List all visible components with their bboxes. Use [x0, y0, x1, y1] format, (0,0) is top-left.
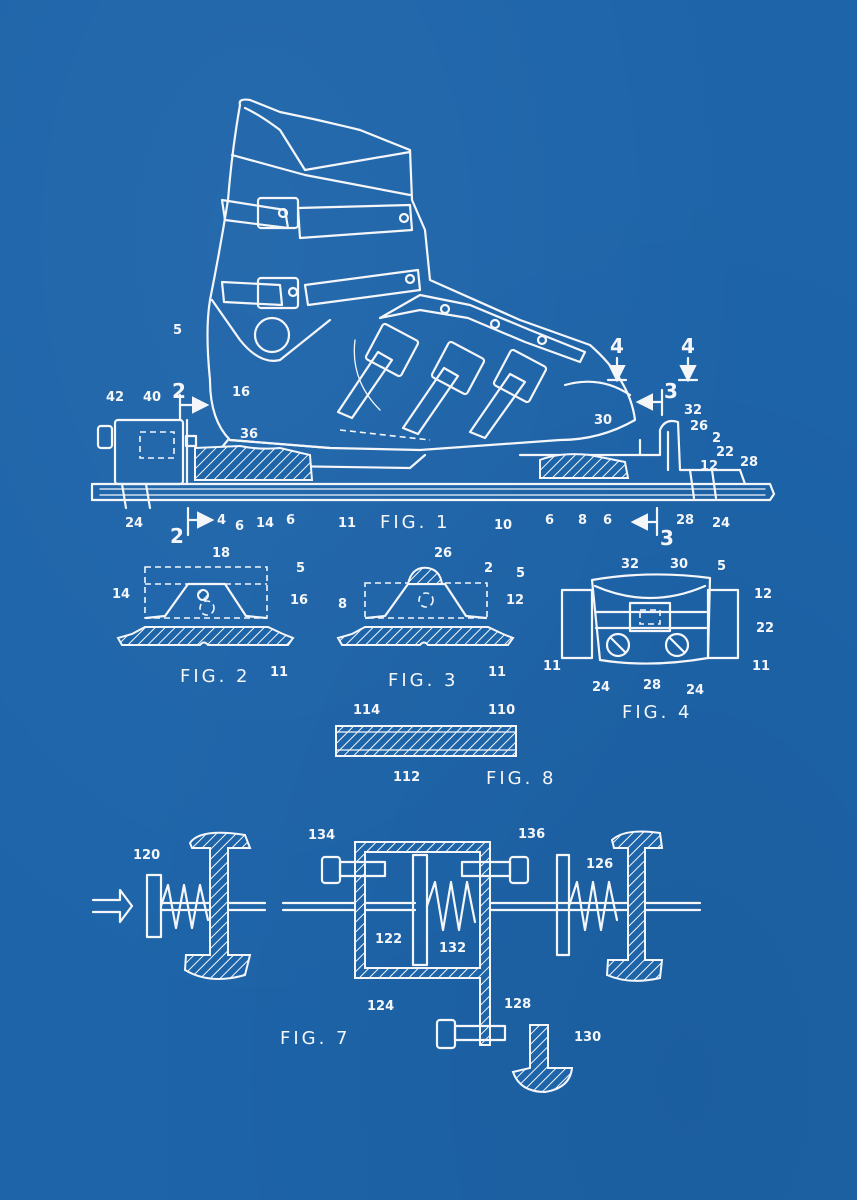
toe-binding — [638, 419, 747, 500]
f3-ref-12: 12 — [506, 593, 524, 608]
ref-6: 6 — [235, 519, 244, 534]
f7-ref-128: 128 — [504, 997, 531, 1012]
ref-26: 26 — [690, 419, 708, 434]
figure-4: 32 30 5 12 22 11 11 24 28 24 FIG. 4 — [543, 557, 774, 723]
toe-plate — [539, 453, 630, 479]
f4-ref-22: 22 — [756, 621, 774, 636]
ref-8: 8 — [578, 513, 587, 528]
f7-ref-120: 120 — [133, 848, 160, 863]
f2-ref-11: 11 — [270, 665, 288, 680]
heel-plate — [194, 444, 314, 481]
section-marks — [178, 356, 699, 537]
f7-ref-122: 122 — [375, 932, 402, 947]
f7-ref-124: 124 — [367, 999, 394, 1014]
f8-ref-110: 110 — [488, 703, 515, 718]
section-3-top: 3 — [664, 379, 678, 403]
ref-36: 36 — [240, 427, 258, 442]
f8-ref-112: 112 — [393, 770, 420, 785]
figure-7: 120 134 136 126 122 132 124 128 130 FIG.… — [91, 827, 702, 1094]
ref-4: 4 — [217, 513, 226, 528]
figure-8: 114 110 112 FIG. 8 — [335, 703, 557, 789]
f7-ref-130: 130 — [574, 1030, 601, 1045]
ref-32: 32 — [684, 403, 702, 418]
figure-4-title: FIG. 4 — [622, 702, 693, 723]
ski — [90, 482, 776, 502]
ref-6: 6 — [545, 513, 554, 528]
f7-ref-134: 134 — [308, 828, 335, 843]
ref-6: 6 — [603, 513, 612, 528]
f4-ref-11-left: 11 — [543, 659, 561, 674]
section-3-bottom: 3 — [660, 526, 674, 550]
ref-28: 28 — [740, 455, 758, 470]
f4-ref-12: 12 — [754, 587, 772, 602]
f7-ref-132: 132 — [439, 941, 466, 956]
f3-ref-5: 5 — [516, 566, 525, 581]
figure-3: 26 2 5 8 12 11 FIG. 3 — [336, 546, 525, 691]
f7-ref-126: 126 — [586, 857, 613, 872]
f2-ref-16: 16 — [290, 593, 308, 608]
section-4-left: 4 — [610, 334, 624, 358]
ref-30: 30 — [594, 413, 612, 428]
f4-ref-11-right: 11 — [752, 659, 770, 674]
f4-ref-24-right: 24 — [686, 683, 704, 698]
section-2-bottom: 2 — [170, 524, 184, 548]
f4-ref-5: 5 — [717, 559, 726, 574]
figure-7-title: FIG. 7 — [280, 1028, 351, 1049]
f8-ref-114: 114 — [353, 703, 380, 718]
f4-ref-30: 30 — [670, 557, 688, 572]
f3-ref-8: 8 — [338, 597, 347, 612]
ref-16: 16 — [232, 385, 250, 400]
ski-boot — [206, 98, 642, 470]
ref-11: 11 — [338, 516, 356, 531]
ref-22: 22 — [716, 445, 734, 460]
f4-ref-24-left: 24 — [592, 680, 610, 695]
ref-6: 6 — [286, 513, 295, 528]
f3-ref-26: 26 — [434, 546, 452, 561]
figure-1: 42 40 2 16 36 5 4 4 3 30 32 26 2 22 12 2… — [90, 98, 776, 550]
f3-ref-11: 11 — [488, 665, 506, 680]
section-4-right: 4 — [681, 334, 695, 358]
ref-24: 24 — [712, 516, 730, 531]
figure-2: 18 5 14 16 11 FIG. 2 — [112, 546, 308, 687]
ref-5: 5 — [173, 323, 182, 338]
ref-10: 10 — [494, 518, 512, 533]
ref-12: 12 — [700, 459, 718, 474]
f2-ref-18: 18 — [212, 546, 230, 561]
ref-42: 42 — [106, 390, 124, 405]
ref-28: 28 — [676, 513, 694, 528]
f7-ref-136: 136 — [518, 827, 545, 842]
f2-ref-14: 14 — [112, 587, 130, 602]
f2-ref-5: 5 — [296, 561, 305, 576]
ref-2: 2 — [712, 431, 721, 446]
f4-ref-28: 28 — [643, 678, 661, 693]
ref-14: 14 — [256, 516, 274, 531]
figure-3-title: FIG. 3 — [388, 670, 459, 691]
force-arrow — [91, 888, 134, 924]
figure-2-title: FIG. 2 — [180, 666, 251, 687]
section-2-top: 2 — [172, 379, 186, 403]
f4-ref-32: 32 — [621, 557, 639, 572]
ref-24: 24 — [125, 516, 143, 531]
ref-40: 40 — [143, 390, 161, 405]
heel-binding — [96, 418, 198, 510]
figure-1-title: FIG. 1 — [380, 512, 451, 533]
figure-8-title: FIG. 8 — [486, 768, 557, 789]
f3-ref-2: 2 — [484, 561, 493, 576]
